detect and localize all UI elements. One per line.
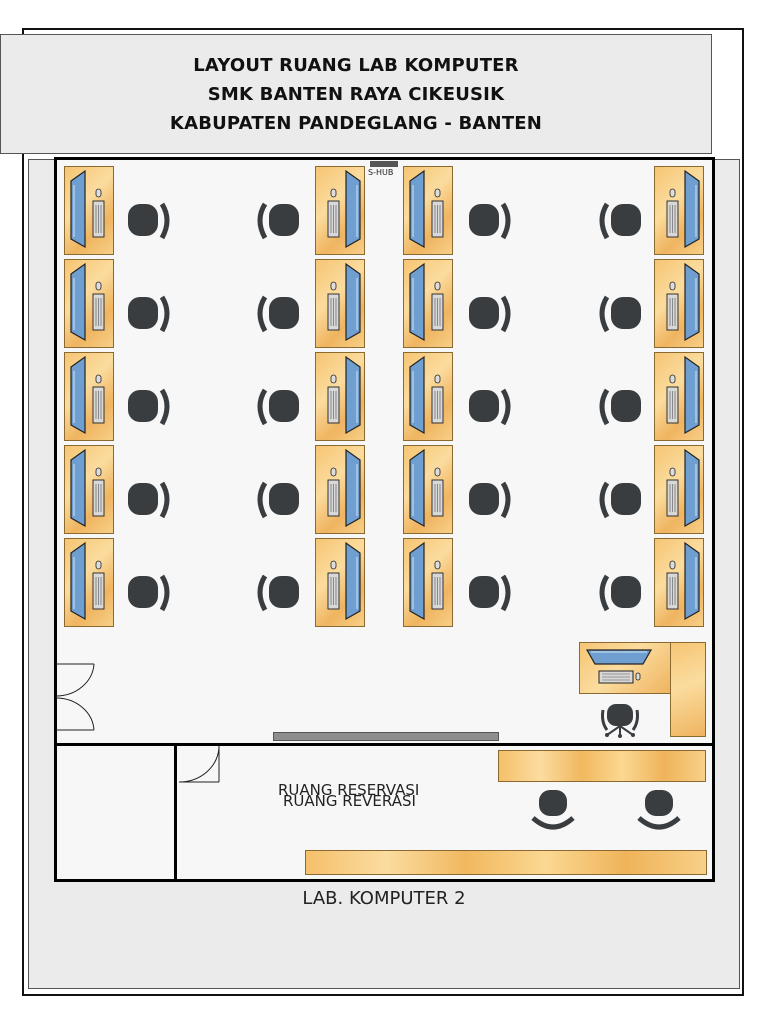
workstation-desk (403, 166, 453, 255)
chair-icon (599, 479, 645, 519)
workstation-desk (315, 259, 365, 348)
monitor-icon (585, 649, 653, 665)
keyboard-icon (598, 670, 641, 684)
chair-icon (257, 386, 303, 426)
room-divider-wall (54, 743, 715, 746)
chair-icon (465, 386, 511, 426)
monitor-icon (409, 169, 444, 249)
title-line-2: SMK BANTEN RAYA CIKEUSIK (207, 83, 505, 105)
workstation-desk (654, 352, 704, 441)
monitor-icon (666, 262, 700, 342)
monitor-icon (666, 541, 700, 621)
monitor-icon (327, 541, 361, 621)
workstation-desk (315, 445, 365, 534)
title-line-1: LAYOUT RUANG LAB KOMPUTER (193, 54, 519, 76)
monitor-icon (70, 448, 105, 528)
monitor-icon (70, 262, 105, 342)
chair-icon (531, 790, 575, 830)
storage-wall (174, 743, 177, 882)
workstation-desk (315, 352, 365, 441)
title-box: LAYOUT RUANG LAB KOMPUTER SMK BANTEN RAY… (0, 34, 712, 154)
workstation-desk (64, 538, 114, 627)
workstation-desk (64, 445, 114, 534)
chair-icon (124, 200, 170, 240)
workstation-desk (315, 166, 365, 255)
monitor-icon (409, 355, 444, 435)
workstation-desk (64, 352, 114, 441)
workstation-desk (403, 259, 453, 348)
workstation-desk (654, 445, 704, 534)
door-icon (55, 663, 95, 731)
monitor-icon (409, 262, 444, 342)
workstation-desk (403, 445, 453, 534)
monitor-icon (70, 355, 105, 435)
room-caption: LAB. KOMPUTER 2 (302, 888, 466, 909)
chair-icon (465, 293, 511, 333)
monitor-icon (666, 448, 700, 528)
chair-icon (599, 572, 645, 612)
chair-icon (465, 479, 511, 519)
chair-icon (599, 200, 645, 240)
monitor-icon (409, 541, 444, 621)
chair-icon (124, 572, 170, 612)
chair-icon (257, 479, 303, 519)
chair-icon (257, 293, 303, 333)
reservation-counter-top (498, 750, 706, 782)
workstation-desk (654, 166, 704, 255)
chair-icon (124, 479, 170, 519)
workstation-desk (403, 352, 453, 441)
workstation-desk (64, 166, 114, 255)
monitor-icon (327, 355, 361, 435)
chair-icon (124, 293, 170, 333)
chair-icon (601, 704, 639, 738)
monitor-icon (409, 448, 444, 528)
workstation-desk (403, 538, 453, 627)
title-line-3: KABUPATEN PANDEGLANG - BANTEN (169, 112, 543, 134)
monitor-icon (327, 169, 361, 249)
reservation-room-label-overlap: RUANG REVERASI (283, 792, 416, 810)
whiteboard (273, 732, 499, 741)
reservation-counter-bottom (305, 850, 707, 875)
workstation-desk (654, 259, 704, 348)
monitor-icon (70, 169, 105, 249)
monitor-icon (70, 541, 105, 621)
teacher-desk-side (670, 642, 706, 737)
reservation-room-label: RUANG RESERVASI (278, 781, 420, 799)
chair-icon (257, 572, 303, 612)
workstation-desk (315, 538, 365, 627)
monitor-icon (327, 262, 361, 342)
workstation-desk (654, 538, 704, 627)
workstation-desk (64, 259, 114, 348)
monitor-icon (327, 448, 361, 528)
network-hub (370, 161, 398, 167)
monitor-icon (666, 355, 700, 435)
hub-label: S-HUB (368, 168, 394, 177)
chair-icon (599, 386, 645, 426)
chair-icon (257, 200, 303, 240)
chair-icon (599, 293, 645, 333)
chair-icon (124, 386, 170, 426)
monitor-icon (666, 169, 700, 249)
chair-icon (637, 790, 681, 830)
chair-icon (465, 200, 511, 240)
reservation-door-icon (178, 746, 220, 783)
chair-icon (465, 572, 511, 612)
